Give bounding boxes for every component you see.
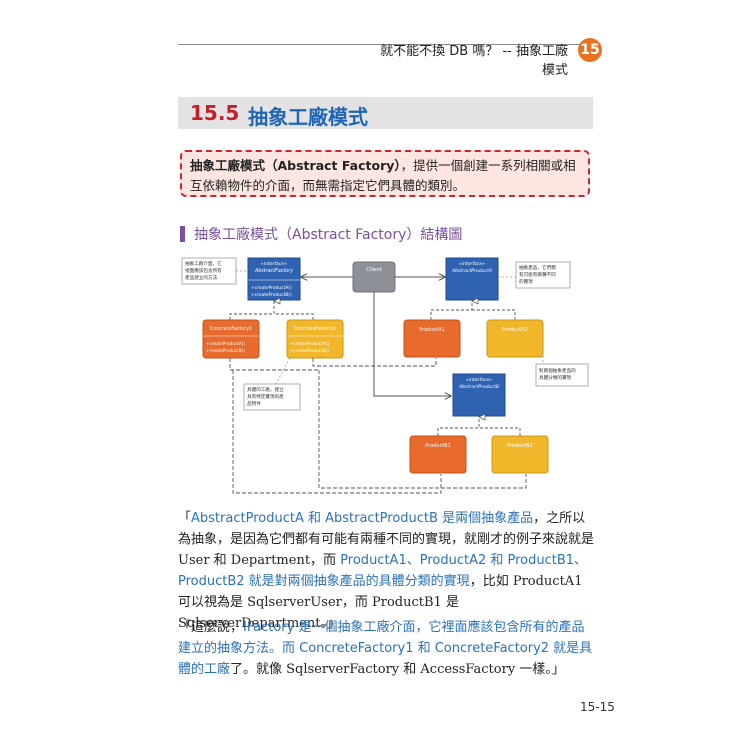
abstract-product-a-name: AbstractProductA	[451, 268, 492, 274]
note-product-line3: 的實現	[519, 278, 533, 285]
abstract-factory-method2: +createProductB()	[251, 292, 292, 298]
product-b2-box: ProductB2	[491, 435, 549, 474]
product-a1-label: ProductA1	[419, 327, 445, 333]
concrete-factory-2-method1: +createProductA()	[290, 341, 329, 346]
note-impl-line2: 具體分類的實現	[539, 374, 572, 381]
product-a2-box: ProductA2	[486, 319, 544, 358]
note-abstract-factory: 抽象工廠介面，它 裡面應該包含所有 產品建立的方法	[181, 257, 237, 285]
paragraph-2: 「這麼說，IFactory 是一個抽象工廠介面，它裡面應該包含所有的產品建立的抽…	[178, 617, 594, 680]
note-concrete-line3: 品物件	[247, 400, 261, 407]
paragraph-1-text-b: ，之所以為抽象，是因為它們都有可能有兩種不同的實現，就剛才的例子來說就是 Use…	[178, 511, 595, 568]
abstract-factory-method1: +createProductA()	[251, 285, 292, 291]
note-product-line1: 抽象產品，它們都	[519, 264, 556, 271]
paragraph-1-highlight-c: ProductA1、ProductA2 和 ProductB1、ProductB…	[178, 553, 588, 589]
definition-term: 抽象工廠模式（Abstract Factory）	[190, 158, 401, 173]
subheading: 抽象工廠模式（Abstract Factory）結構圖	[194, 227, 463, 243]
note-concrete-line2: 具有特定實現的產	[247, 393, 284, 400]
abstract-factory-stereotype: «interface»	[261, 261, 287, 267]
abstract-product-b-stereotype: «interface»	[466, 377, 492, 383]
paragraph-1: 「AbstractProductA 和 AbstractProductB 是兩個…	[178, 508, 594, 634]
paragraph-2-highlight-a: IFactory 是一個抽象工廠介面，它裡面應該包含所有的產品建立的抽象方法。而…	[178, 620, 593, 677]
product-b1-label: ProductB1	[425, 443, 451, 449]
section-number: 15.5	[190, 101, 240, 125]
note-impl-line1: 對兩個抽象產品的	[539, 367, 576, 374]
subheading-marker	[180, 226, 185, 242]
definition-box	[180, 150, 590, 197]
chapter-badge: 15	[578, 38, 602, 62]
note-concrete-factory: 具體的工廠，建立 具有特定實現的產 品物件	[243, 383, 301, 411]
note-factory-line2: 裡面應該包含所有	[185, 267, 222, 274]
abstract-factory-name: AbstractFactory	[254, 268, 293, 274]
note-product-line2: 有可能有兩種不同	[519, 271, 556, 278]
concrete-factory-2-box: ConcreteFactory2 +createProductA() +crea…	[286, 319, 344, 359]
abstract-product-b-box: «interface» AbstractProductB	[452, 373, 506, 417]
definition-text: 抽象工廠模式（Abstract Factory），提供一個創建一系列相關或相互依…	[190, 156, 586, 196]
concrete-factory-1-name: ConcreteFactory1	[210, 326, 252, 332]
product-b2-label: ProductB2	[507, 443, 533, 449]
abstract-product-a-stereotype: «interface»	[459, 261, 485, 267]
note-abstract-product: 抽象產品，它們都 有可能有兩種不同 的實現	[515, 261, 571, 289]
product-b1-box: ProductB1	[409, 435, 467, 474]
note-factory-line3: 產品建立的方法	[185, 274, 218, 281]
concrete-factory-1-box: ConcreteFactory1 +createProductA() +crea…	[202, 319, 260, 359]
client-label: Client	[366, 267, 383, 273]
abstract-product-b-name: AbstractProductB	[458, 384, 499, 390]
abstract-factory-box: «interface» AbstractFactory +createProdu…	[247, 257, 301, 301]
note-factory-line1: 抽象工廠介面，它	[185, 260, 222, 267]
header-rule	[178, 44, 594, 45]
concrete-factory-1-method1: +createProductA()	[206, 341, 245, 346]
section-heading-bar	[178, 97, 593, 129]
section-title: 抽象工廠模式	[248, 105, 368, 129]
client-box: Client	[352, 261, 396, 293]
page-number: 15-15	[580, 700, 615, 714]
note-concrete-implementation: 對兩個抽象產品的 具體分類的實現	[535, 363, 589, 387]
abstract-product-a-box: «interface» AbstractProductA	[445, 257, 499, 301]
paragraph-1-text-d: ，比如 ProductA1 可以視為是 SqlserverUser，而 Prod…	[178, 574, 583, 631]
paragraph-2-text-b: 了。就像 SqlserverFactory 和 AccessFactory 一樣…	[230, 662, 565, 677]
concrete-factory-2-method2: +createProductB()	[290, 348, 329, 353]
concrete-factory-2-name: ConcreteFactory2	[294, 326, 336, 332]
definition-body: ，提供一個創建一系列相關或相互依賴物件的介面，而無需指定它們具體的類別。	[190, 158, 576, 193]
paragraph-1-highlight-a: AbstractProductA 和 AbstractProductB 是兩個抽…	[191, 511, 534, 526]
concrete-factory-1-method2: +createProductB()	[206, 348, 245, 353]
product-a1-box: ProductA1	[403, 319, 461, 358]
note-concrete-line1: 具體的工廠，建立	[247, 386, 284, 393]
paragraph-2-open: 「這麼說，	[178, 620, 244, 635]
product-a2-label: ProductA2	[502, 327, 528, 333]
structure-diagram: 抽象工廠介面，它 裡面應該包含所有 產品建立的方法 «interface» Ab…	[181, 257, 589, 494]
paragraph-1-open-quote: 「	[178, 511, 192, 526]
running-header: 就不能不換 DB 嗎？ -- 抽象工廠模式	[380, 44, 568, 78]
